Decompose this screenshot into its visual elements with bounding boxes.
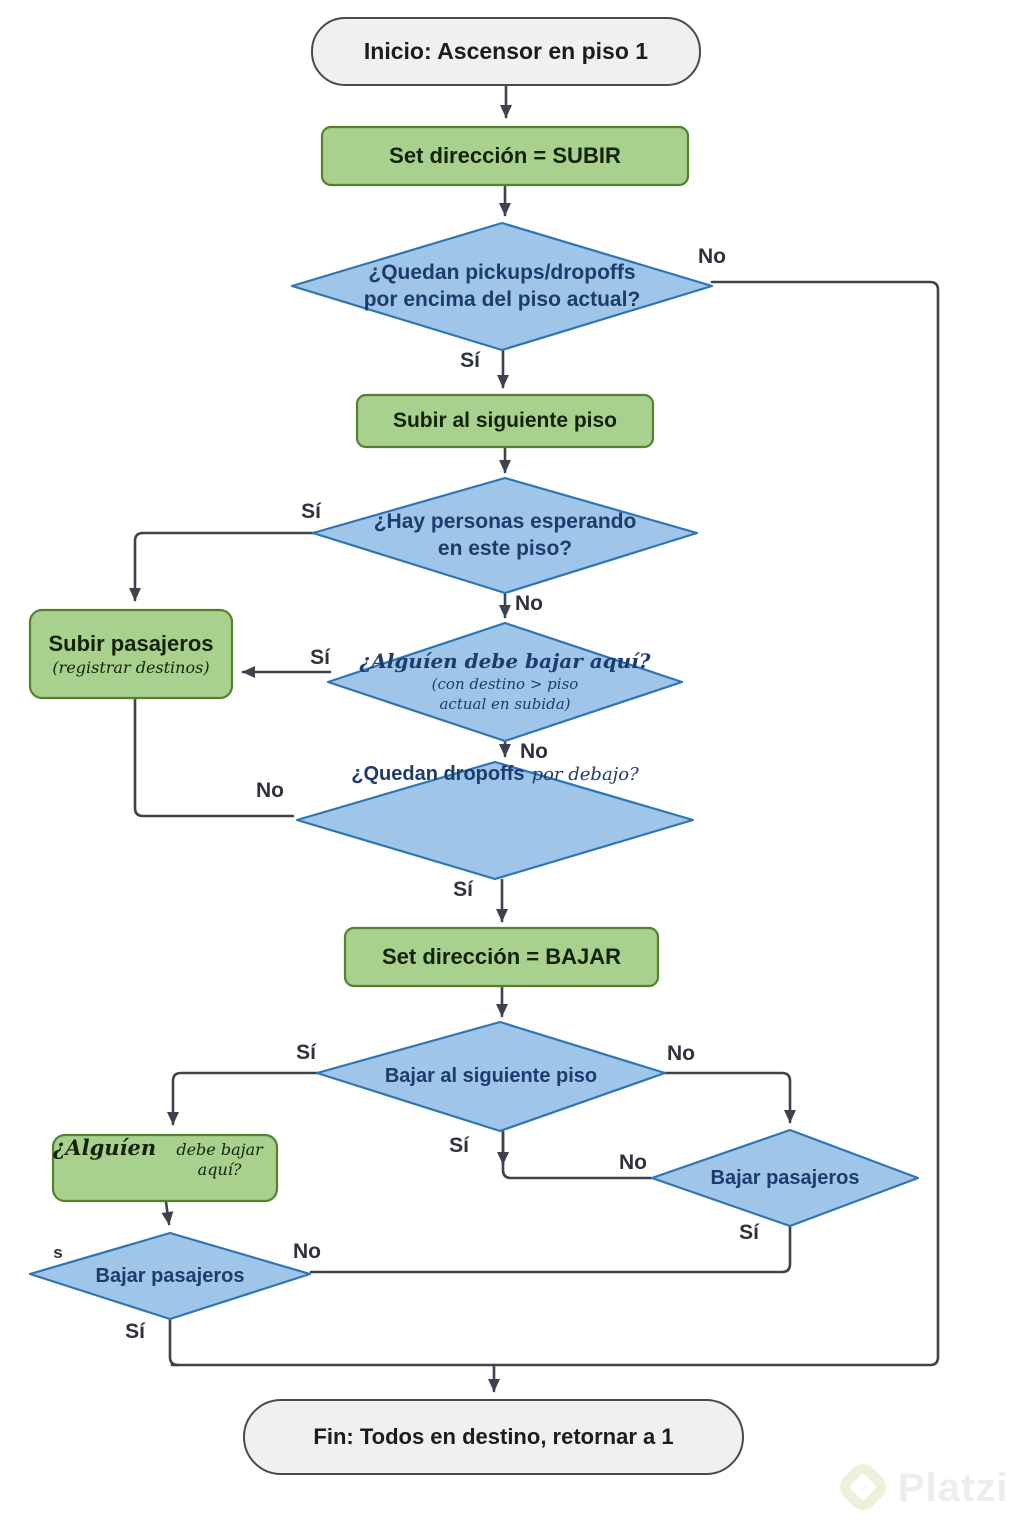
platzi-watermark: Platzi: [838, 1460, 1008, 1516]
bajar-aqui-bajada-process-shape: [51, 1133, 279, 1203]
bajar-aqui-subida-decision-shape: [326, 621, 684, 743]
start-terminal-shape: [311, 17, 701, 86]
edge-alguien-bajada-to-bajar-pax-izq: [161, 1200, 174, 1226]
edge-bajar-piso-si-to-alguien-bajada: [167, 1071, 319, 1126]
edge-bajar-pax-izq-si-bottom: [168, 1318, 180, 1367]
pickups-above-decision-shape: [290, 221, 714, 352]
bajar-pasajeros-der-decision-shape: [650, 1128, 920, 1228]
set-subir-process-shape: [320, 125, 690, 187]
edge-pickups-no-right-side: [170, 280, 940, 1367]
bajar-pasajeros-izq-decision-shape: [28, 1231, 312, 1321]
platzi-logo-icon: [840, 1464, 886, 1510]
set-bajar-process-shape: [343, 926, 660, 988]
dropoffs-debajo-decision-shape: [295, 760, 695, 881]
edge-personas-si-to-subir-pasajeros: [129, 531, 320, 602]
platzi-watermark-text: Platzi: [898, 1465, 1009, 1510]
subir-pasajeros-process-shape: [28, 608, 234, 700]
fin-terminal-shape: [243, 1399, 744, 1475]
edge-bajar-pax-der-si-to-izq: [309, 1225, 792, 1274]
edge-bajar-piso-no-to-bajar-pax-der: [663, 1071, 796, 1124]
edge-bajar-pax-der-no-left: [501, 1130, 653, 1180]
subir-piso-process-shape: [355, 393, 655, 449]
bajar-piso-decision-shape: [315, 1020, 667, 1133]
personas-esperando-decision-shape: [311, 476, 699, 595]
edge-subir-pasajeros-to-dropoffs: [133, 697, 295, 818]
